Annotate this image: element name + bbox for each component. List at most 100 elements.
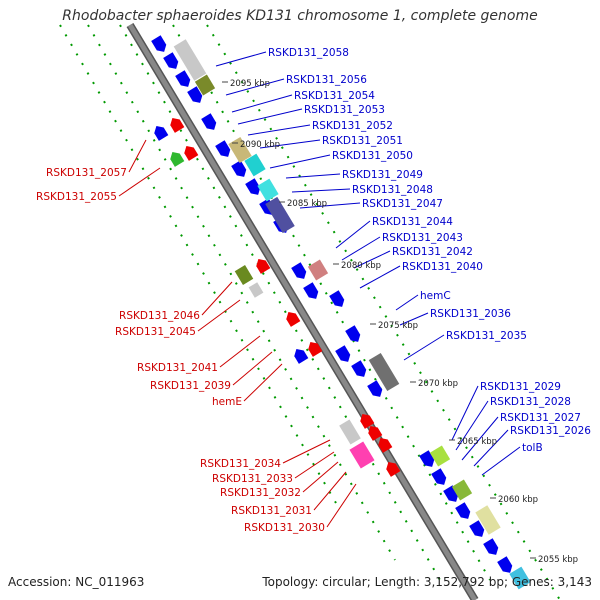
scale-tick-label: 2090 kbp xyxy=(240,140,280,150)
forward-gene-arrow xyxy=(345,325,361,342)
gray-block xyxy=(339,419,361,445)
olive-block xyxy=(451,479,473,501)
cyan-block xyxy=(509,566,531,590)
lime-block xyxy=(429,445,451,467)
forward-gene-label: RSKD131_2042 xyxy=(392,246,473,258)
reverse-gene-label: RSKD131_2039 xyxy=(150,380,231,392)
forward-gene-arrow xyxy=(215,140,231,157)
scale-tick-label: 2060 kbp xyxy=(498,495,538,505)
rna-block xyxy=(173,39,207,81)
scale-tick-label: 2095 kbp xyxy=(230,79,270,89)
forward-gene-arrow xyxy=(163,52,179,69)
forward-gene-arrow xyxy=(469,520,485,537)
dotted-track xyxy=(172,24,491,581)
forward-gene-label: RSKD131_2028 xyxy=(490,396,571,408)
reverse-callout-line xyxy=(128,139,147,173)
forward-gene-arrow xyxy=(431,468,447,485)
forward-callout-line xyxy=(237,108,303,125)
forward-callout-line xyxy=(473,429,509,467)
forward-callout-line xyxy=(341,236,381,261)
forward-callout-line xyxy=(225,78,285,96)
gene-labels: RSKD131_2058RSKD131_2056RSKD131_2054RSKD… xyxy=(36,47,591,534)
scale-tick-label: 2075 kbp xyxy=(378,321,418,331)
scale-tick-label: 2070 kbp xyxy=(418,379,458,389)
forward-callout-line xyxy=(215,51,267,67)
forward-callout-line xyxy=(335,220,371,249)
reverse-gene-label: RSKD131_2032 xyxy=(220,487,301,499)
forward-gene-arrow xyxy=(187,86,203,103)
forward-callout-line xyxy=(299,202,361,209)
backbone xyxy=(126,22,479,600)
dotted-track xyxy=(206,24,561,600)
backbone-line xyxy=(127,23,478,600)
forward-gene-label: RSKD131_2043 xyxy=(382,232,463,244)
forward-callout-line xyxy=(259,139,321,149)
length-label: Length: xyxy=(374,575,421,589)
yellow-block xyxy=(475,505,501,535)
forward-gene-arrow xyxy=(455,502,471,519)
forward-callout-line xyxy=(461,416,499,461)
olive-block xyxy=(194,74,216,96)
forward-gene-arrow xyxy=(294,348,309,364)
olive-block xyxy=(234,265,254,285)
forward-gene-label: RSKD131_2054 xyxy=(294,90,375,102)
reverse-callout-line xyxy=(118,167,161,197)
reverse-gene-arrow xyxy=(170,117,185,133)
forward-gene-label: RSKD131_2035 xyxy=(446,330,527,342)
reverse-callout-line xyxy=(313,471,347,511)
forward-gene-label: RSKD131_2027 xyxy=(500,412,581,424)
forward-callout-line xyxy=(231,94,293,113)
reverse-callout-line xyxy=(219,335,261,368)
reverse-callout-line xyxy=(294,451,335,479)
magenta-block xyxy=(349,441,375,469)
forward-gene-label: RSKD131_2052 xyxy=(312,120,393,132)
forward-gene-label: RSKD131_2056 xyxy=(286,74,367,86)
reverse-gene-label: RSKD131_2033 xyxy=(212,473,293,485)
gray-block xyxy=(248,282,264,298)
gray-block xyxy=(368,352,400,392)
forward-callout-line xyxy=(481,446,521,476)
forward-gene-label: tolB xyxy=(522,442,543,454)
forward-gene-arrow xyxy=(303,282,319,299)
green-gene-arrow xyxy=(170,151,185,167)
reverse-gene-label: RSKD131_2041 xyxy=(137,362,218,374)
reverse-gene-label: RSKD131_2057 xyxy=(46,167,127,179)
forward-gene-label: RSKD131_2040 xyxy=(402,261,483,273)
reverse-gene-arrow xyxy=(360,413,375,429)
reverse-gene-label: RSKD131_2055 xyxy=(36,191,117,203)
forward-callout-line xyxy=(399,312,429,326)
reverse-gene-label: hemE xyxy=(212,396,242,408)
forward-callout-line xyxy=(451,385,479,441)
cyan-block xyxy=(257,178,279,202)
reverse-callout-line xyxy=(201,281,233,316)
forward-callout-line xyxy=(395,294,419,311)
forward-gene-arrow xyxy=(175,70,191,87)
forward-gene-arrow xyxy=(154,125,169,141)
genome-summary: Topology: circular; Length: 3,152,792 bp… xyxy=(262,575,592,589)
accession-label: Accession: xyxy=(8,575,72,589)
scale-tick-label: 2080 kbp xyxy=(341,261,381,271)
reverse-gene-arrow xyxy=(256,258,271,274)
reverse-gene-label: RSKD131_2030 xyxy=(244,522,325,534)
forward-gene-arrow xyxy=(483,538,499,555)
accession-value: NC_011963 xyxy=(75,575,145,589)
forward-gene-arrow xyxy=(351,360,367,377)
dotted-tracks xyxy=(59,24,561,600)
forward-gene-label: RSKD131_2049 xyxy=(342,169,423,181)
length-value: 3,152,792 bp xyxy=(423,575,504,589)
forward-gene-arrow xyxy=(231,160,247,177)
forward-callout-line xyxy=(353,250,391,269)
forward-gene-arrow xyxy=(329,290,345,307)
forward-callout-line xyxy=(455,400,489,451)
reverse-gene-label: RSKD131_2031 xyxy=(231,505,312,517)
forward-gene-label: RSKD131_2051 xyxy=(322,135,403,147)
forward-callout-line xyxy=(285,173,341,179)
forward-gene-label: hemC xyxy=(420,290,451,302)
reverse-gene-label: RSKD131_2046 xyxy=(119,310,200,322)
forward-gene-label: RSKD131_2050 xyxy=(332,150,413,162)
forward-gene-label: RSKD131_2026 xyxy=(510,425,591,437)
forward-callout-line xyxy=(247,124,311,136)
forward-gene-label: RSKD131_2048 xyxy=(352,184,433,196)
reverse-callout-line xyxy=(197,299,241,332)
